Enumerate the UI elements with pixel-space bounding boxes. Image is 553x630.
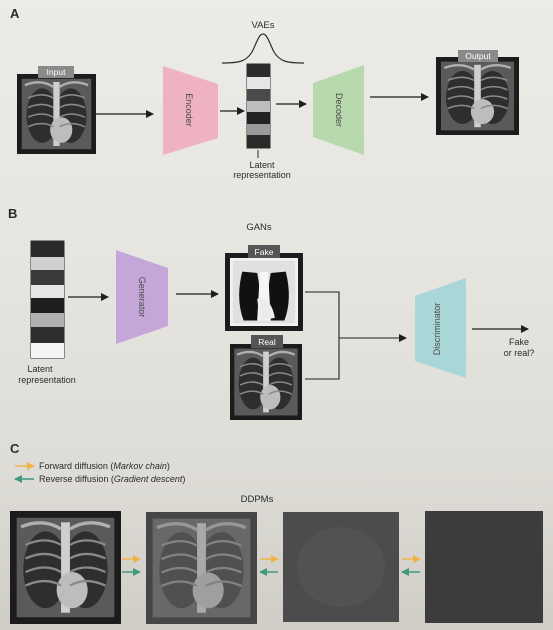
diffusion-step-1-image (10, 511, 121, 624)
real-xray-image (230, 344, 302, 420)
real-label: Real (258, 337, 276, 347)
discriminator-label: Discriminator (432, 303, 442, 356)
decoder-label: Decoder (334, 93, 344, 127)
vae-latent-label-2: representation (233, 170, 291, 180)
diffusion-step-4-image (425, 511, 543, 623)
panel-c-letter: C (10, 441, 20, 456)
gan-latent-label-2: representation (18, 375, 76, 385)
vae-latent-label-1: Latent (249, 160, 275, 170)
ddpm-title: DDPMs (241, 494, 274, 505)
forward-diffusion-legend: Forward diffusion (Markov chain) (39, 461, 170, 471)
output-xray-image (436, 57, 519, 135)
fake-label: Fake (255, 247, 274, 257)
panel-a-letter: A (10, 6, 20, 21)
fake-xray-image (225, 253, 303, 331)
diffusion-step-2-image (146, 512, 257, 624)
images-to-discriminator-connector (305, 292, 406, 379)
gan-latent-label-1: Latent (27, 364, 53, 374)
result-label-2: or real? (504, 348, 535, 358)
gan-title: GANs (246, 222, 272, 233)
input-xray-image (17, 74, 96, 154)
result-label-1: Fake (509, 337, 529, 347)
input-label: Input (47, 67, 67, 77)
gaussian-distribution-curve (222, 34, 304, 63)
generator-label: Generator (137, 277, 147, 318)
diffusion-step-3-image (283, 512, 399, 622)
vae-title: VAEs (251, 20, 274, 31)
vae-latent-vector (247, 64, 270, 148)
gan-latent-vector (31, 241, 64, 358)
panel-b-letter: B (8, 206, 17, 221)
reverse-diffusion-legend: Reverse diffusion (Gradient descent) (39, 474, 185, 484)
encoder-label: Encoder (184, 93, 194, 127)
output-label: Output (465, 51, 491, 61)
